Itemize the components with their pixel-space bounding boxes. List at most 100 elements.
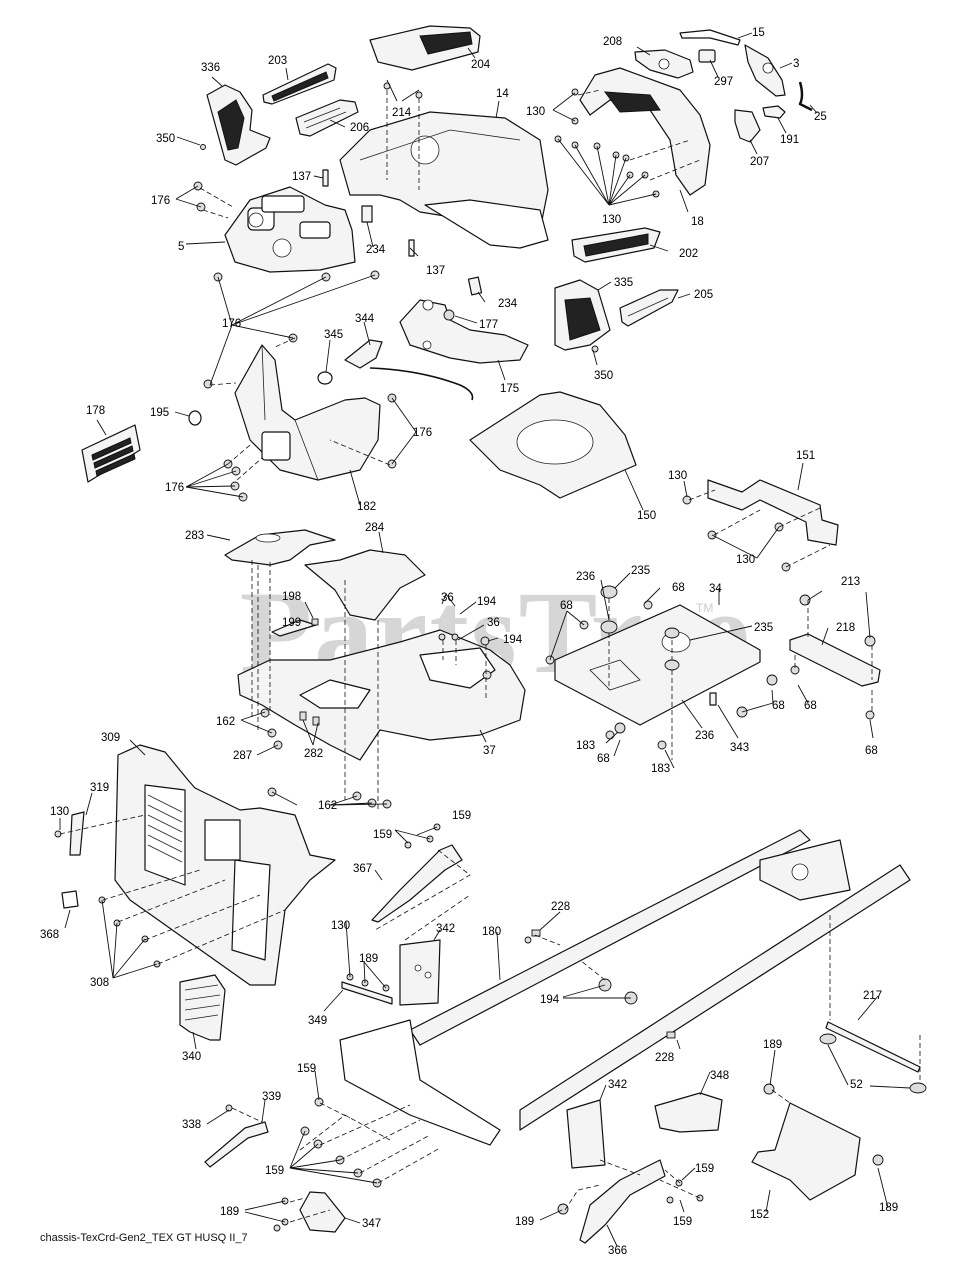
part-205-insert[interactable]: [619, 289, 679, 327]
part-207-lamp-holder[interactable]: [734, 109, 761, 143]
part-236-spacer[interactable]: [600, 620, 618, 634]
part-37-fender[interactable]: [237, 629, 526, 761]
callout-204[interactable]: 204: [471, 59, 491, 71]
callout-349[interactable]: 349: [308, 1015, 327, 1027]
callout-199[interactable]: 199: [282, 617, 301, 629]
part-217-tie-rod[interactable]: [825, 1021, 921, 1073]
part-175-bracket[interactable]: [399, 299, 529, 364]
callout-183[interactable]: 183: [651, 763, 670, 775]
callout-228[interactable]: 228: [655, 1052, 674, 1064]
callout-282[interactable]: 282: [304, 748, 323, 760]
callout-194[interactable]: 194: [503, 634, 523, 646]
callout-5[interactable]: 5: [178, 241, 184, 253]
part-151-bracket[interactable]: [707, 479, 839, 546]
callout-367[interactable]: 367: [353, 863, 372, 875]
callout-182[interactable]: 182: [357, 501, 376, 513]
callout-52[interactable]: 52: [850, 1079, 863, 1091]
callout-14[interactable]: 14: [496, 88, 509, 100]
part-339-lever[interactable]: [204, 1121, 269, 1168]
callout-137[interactable]: 137: [292, 171, 311, 183]
callout-68[interactable]: 68: [672, 582, 685, 594]
callout-68[interactable]: 68: [597, 753, 610, 765]
part-234-clip[interactable]: [467, 276, 483, 296]
callout-236[interactable]: 236: [576, 571, 595, 583]
callout-189[interactable]: 189: [763, 1039, 782, 1051]
callout-287[interactable]: 287: [233, 750, 252, 762]
callout-130[interactable]: 130: [602, 214, 621, 226]
part-182-lower-dash[interactable]: [234, 344, 381, 481]
part-191-lamp[interactable]: [762, 105, 786, 119]
callout-195[interactable]: 195: [150, 407, 169, 419]
part-345-plug[interactable]: [317, 371, 333, 385]
callout-350[interactable]: 350: [156, 133, 175, 145]
part-343-clip[interactable]: [709, 692, 717, 706]
callout-208[interactable]: 208: [603, 36, 622, 48]
part-236-spacer[interactable]: [664, 659, 680, 671]
callout-180[interactable]: 180: [482, 926, 501, 938]
callout-137[interactable]: 137: [426, 265, 445, 277]
callout-339[interactable]: 339: [262, 1091, 281, 1103]
callout-342[interactable]: 342: [436, 923, 455, 935]
callout-206[interactable]: 206: [350, 122, 369, 134]
part-15-trim[interactable]: [679, 29, 741, 46]
callout-130[interactable]: 130: [736, 554, 755, 566]
callout-342[interactable]: 342: [608, 1079, 627, 1091]
part-137-pin[interactable]: [322, 169, 329, 187]
part-14-hood[interactable]: [339, 111, 549, 249]
callout-37[interactable]: 37: [483, 745, 496, 757]
part-344-switch-cable[interactable]: [344, 339, 474, 401]
callout-177[interactable]: 177: [479, 319, 498, 331]
callout-130[interactable]: 130: [331, 920, 350, 932]
callout-191[interactable]: 191: [780, 134, 799, 146]
callout-235[interactable]: 235: [631, 565, 650, 577]
callout-207[interactable]: 207: [750, 156, 769, 168]
callout-344[interactable]: 344: [355, 313, 375, 325]
callout-336[interactable]: 336: [201, 62, 220, 74]
callout-284[interactable]: 284: [365, 522, 385, 534]
part-195-plug[interactable]: [188, 410, 202, 426]
part-366-bracket[interactable]: [579, 1159, 666, 1244]
callout-68[interactable]: 68: [804, 700, 817, 712]
part-208-headlight-housing[interactable]: [634, 49, 694, 79]
callout-202[interactable]: 202: [679, 248, 698, 260]
callout-340[interactable]: 340: [182, 1051, 201, 1063]
callout-205[interactable]: 205: [694, 289, 713, 301]
callout-213[interactable]: 213: [841, 576, 860, 588]
callout-214[interactable]: 214: [392, 107, 412, 119]
callout-68[interactable]: 68: [865, 745, 878, 757]
callout-236[interactable]: 236: [695, 730, 714, 742]
part-228-bolt[interactable]: [666, 1031, 676, 1039]
callout-130[interactable]: 130: [668, 470, 687, 482]
callout-366[interactable]: 366: [608, 1245, 627, 1257]
callout-228[interactable]: 228: [551, 901, 570, 913]
part-234-clip[interactable]: [361, 205, 373, 223]
callout-150[interactable]: 150: [637, 510, 656, 522]
part-18-front-bumper[interactable]: [579, 67, 711, 196]
part-152-shield[interactable]: [751, 1102, 861, 1201]
callout-345[interactable]: 345: [324, 329, 343, 341]
callout-36[interactable]: 36: [487, 617, 500, 629]
callout-309[interactable]: 309: [101, 732, 120, 744]
part-178-vent[interactable]: [81, 424, 141, 483]
callout-176[interactable]: 176: [222, 318, 241, 330]
callout-176[interactable]: 176: [151, 195, 170, 207]
part-342-bracket[interactable]: [566, 1099, 606, 1169]
part-180-frame[interactable]: [339, 829, 911, 1146]
callout-343[interactable]: 343: [730, 742, 749, 754]
callout-176[interactable]: 176: [165, 482, 184, 494]
callout-203[interactable]: 203: [268, 55, 287, 67]
callout-176[interactable]: 176: [413, 427, 432, 439]
callout-194[interactable]: 194: [540, 994, 560, 1006]
callout-368[interactable]: 368: [40, 929, 59, 941]
part-52-nut[interactable]: [909, 1082, 927, 1094]
callout-3[interactable]: 3: [793, 58, 799, 70]
part-34-engine-plate[interactable]: [554, 604, 761, 726]
part-367-bracket[interactable]: [371, 844, 463, 923]
part-3-bracket[interactable]: [744, 44, 786, 97]
callout-335[interactable]: 335: [614, 277, 633, 289]
callout-189[interactable]: 189: [359, 953, 378, 965]
callout-159[interactable]: 159: [373, 829, 392, 841]
callout-162[interactable]: 162: [216, 716, 235, 728]
part-203-grille[interactable]: [262, 63, 337, 105]
callout-162[interactable]: 162: [318, 800, 337, 812]
